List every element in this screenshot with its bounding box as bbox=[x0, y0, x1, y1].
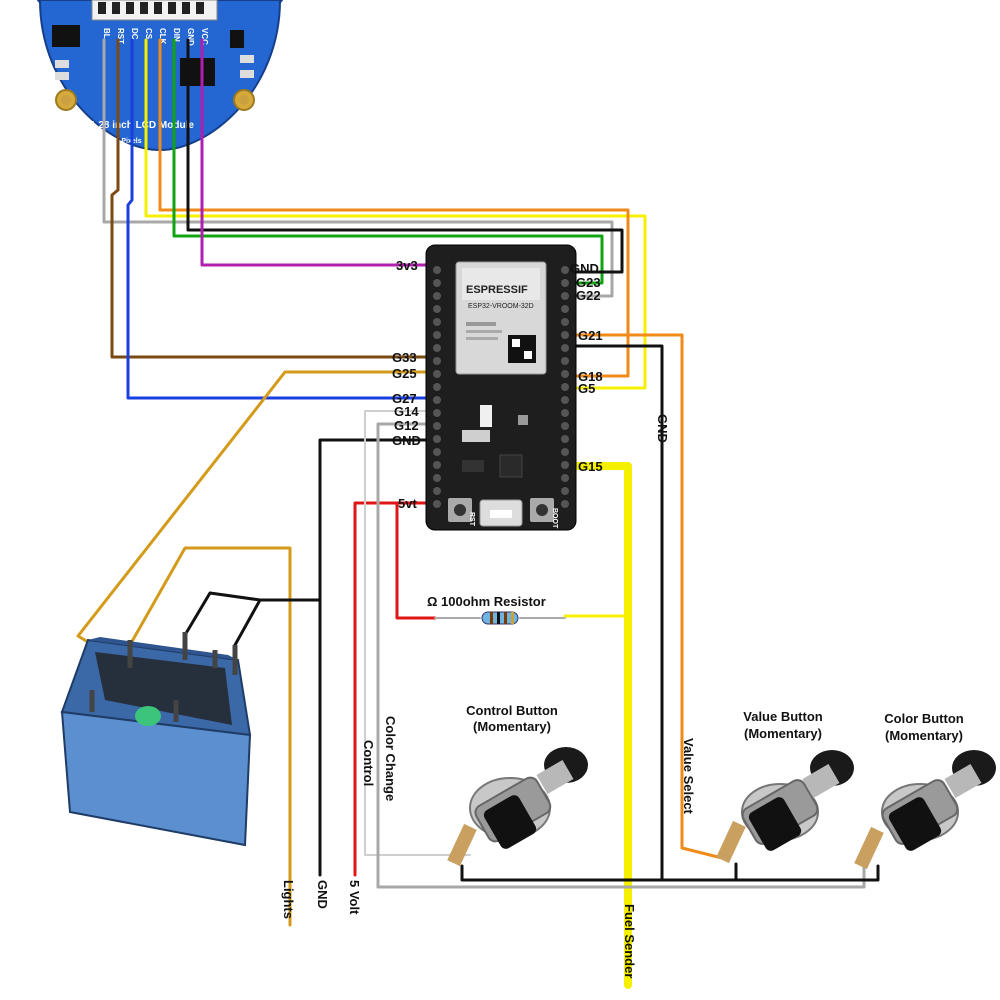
pin-label-g25: G25 bbox=[392, 366, 417, 381]
control-button[interactable] bbox=[447, 747, 588, 867]
esp32-pin-labels: 3v3 G33 G25 G27 G14 G12 GND 5vt GND G23 … bbox=[392, 258, 603, 511]
pin-label-g22: G22 bbox=[576, 288, 601, 303]
lcd-pin-dc: DC bbox=[130, 28, 139, 40]
wire-lights-out bbox=[128, 546, 292, 927]
value-select-label: Value Select bbox=[681, 738, 696, 815]
wire-fuel-yellow bbox=[572, 462, 632, 989]
pin-label-5vt: 5vt bbox=[398, 496, 417, 511]
gnd-bottom-label: GND bbox=[315, 880, 330, 909]
lcd-pin-din: DIN bbox=[172, 28, 181, 42]
pin-label-g12: G12 bbox=[394, 418, 419, 433]
lcd-pin-gnd: GND bbox=[186, 28, 195, 46]
esp32-boot-label: BOOT bbox=[551, 508, 558, 529]
wire-gnd-buttons bbox=[660, 864, 880, 882]
control-button-label-2: (Momentary) bbox=[473, 719, 551, 734]
five-volt-label: 5 Volt bbox=[347, 880, 362, 915]
lcd-pin-labels: BL RST DC CS CLK DIN GND VCC bbox=[102, 28, 209, 46]
wire-g14-white bbox=[364, 410, 471, 856]
color-button-label-1: Color Button bbox=[884, 711, 963, 726]
pin-label-gnd-right: GND bbox=[570, 261, 599, 276]
pin-label-g14: G14 bbox=[394, 404, 419, 419]
wire-5v-resistor bbox=[395, 501, 437, 620]
pin-label-3v3: 3v3 bbox=[396, 258, 418, 273]
pin-label-g18: G18 bbox=[578, 369, 603, 384]
wire-gnd-main bbox=[318, 438, 434, 877]
pin-label-gnd-left: GND bbox=[392, 433, 421, 448]
lcd-connector-pins bbox=[98, 2, 204, 14]
pin-label-g23: G23 bbox=[576, 275, 601, 290]
value-button[interactable] bbox=[716, 750, 854, 864]
wire-relay-gnd bbox=[183, 591, 322, 647]
wire-vcc-purple bbox=[200, 38, 434, 267]
wire-bl-gray bbox=[102, 38, 614, 298]
color-button[interactable] bbox=[854, 750, 996, 870]
pin-label-g27: G27 bbox=[392, 391, 417, 406]
lcd-pin-vcc: VCC bbox=[200, 28, 209, 45]
esp32-rst-label: RST bbox=[468, 512, 475, 527]
lcd-pin-bl: BL bbox=[102, 28, 111, 39]
esp32-left-headers bbox=[433, 266, 441, 508]
esp32-board: ESPRESSIF ESP32-VROOM-32D RST BOOT bbox=[425, 244, 577, 531]
value-button-label-2: (Momentary) bbox=[744, 726, 822, 741]
wire-din-green bbox=[172, 38, 604, 285]
control-label: Control bbox=[361, 740, 376, 786]
resistor bbox=[481, 611, 519, 625]
wire-gnd-black bbox=[186, 38, 624, 274]
fuel-sender-label: Fuel Sender bbox=[622, 904, 637, 978]
color-change-label: Color Change bbox=[383, 716, 398, 801]
pin-label-g21: G21 bbox=[578, 328, 603, 343]
relay bbox=[60, 632, 252, 847]
wire-5v-red bbox=[353, 501, 434, 877]
wire-g21-orange bbox=[574, 333, 724, 860]
pin-label-g5: G5 bbox=[578, 381, 595, 396]
control-button-label-1: Control Button bbox=[466, 703, 558, 718]
lights-label: Lights bbox=[281, 880, 296, 919]
gnd-vertical-label: GND bbox=[655, 414, 670, 443]
wire-rst-brown bbox=[110, 38, 434, 359]
resistor-label: Ω 100ohm Resistor bbox=[427, 594, 546, 609]
lcd-pin-cs: CS bbox=[144, 28, 153, 40]
lcd-pin-clk: CLK bbox=[158, 28, 167, 45]
wire-dc-blue bbox=[126, 38, 434, 400]
wires bbox=[76, 38, 880, 989]
esp32-model: ESP32-VROOM-32D bbox=[468, 303, 534, 310]
lcd-module: BL RST DC CS CLK DIN GND VCC 1.28 inch L… bbox=[36, 0, 284, 152]
pin-label-g15: G15 bbox=[578, 459, 603, 474]
wire-clk-orange bbox=[158, 38, 630, 378]
color-button-label-2: (Momentary) bbox=[885, 728, 963, 743]
lcd-title: 1.28 inch LCD Module bbox=[90, 120, 194, 131]
esp32-brand: ESPRESSIF bbox=[466, 284, 528, 296]
value-button-label-1: Value Button bbox=[743, 709, 823, 724]
lcd-pin-rst: RST bbox=[116, 28, 125, 44]
esp32-right-headers bbox=[561, 266, 569, 508]
pin-label-g33: G33 bbox=[392, 350, 417, 365]
wire-cs-yellow bbox=[144, 38, 647, 390]
